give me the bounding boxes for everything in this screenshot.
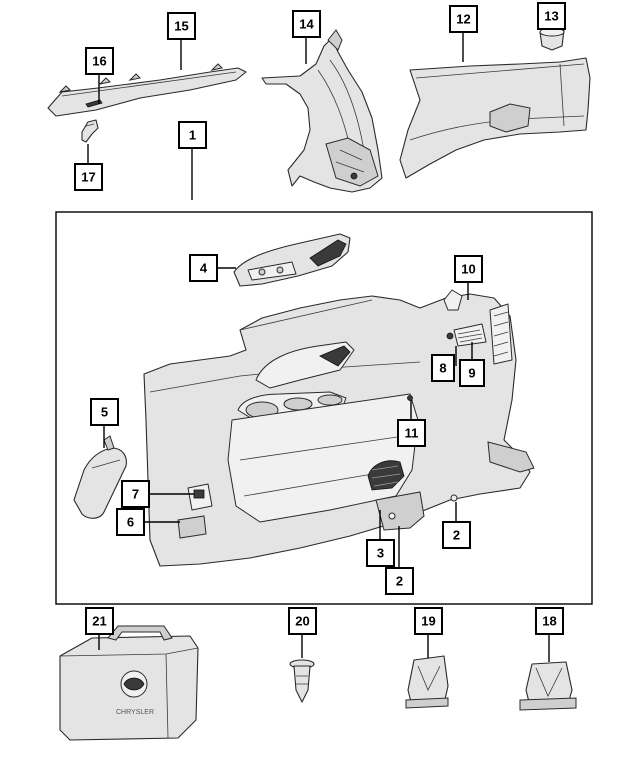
callout-21: 21	[85, 607, 114, 635]
callout-4: 4	[189, 254, 218, 282]
callout-8: 8	[431, 354, 455, 382]
callout-label: 3	[377, 546, 384, 561]
part-15-trim-strip	[47, 63, 247, 117]
callout-6: 6	[116, 508, 145, 536]
callout-1: 1	[178, 121, 207, 149]
part-17-clip	[81, 119, 99, 143]
callout-20: 20	[288, 607, 317, 635]
callout-7: 7	[121, 480, 150, 508]
callout-label: 2	[453, 528, 460, 543]
callout-label: 11	[405, 426, 419, 441]
part-4-bezel	[233, 233, 351, 287]
callout-label: 14	[299, 17, 314, 32]
callout-label: 1	[189, 128, 196, 143]
callout-label: 21	[92, 614, 106, 629]
callout-9: 9	[459, 359, 485, 387]
part-18-clip	[519, 661, 577, 711]
callout-label: 2	[396, 574, 403, 589]
callout-19: 19	[414, 607, 443, 635]
callout-label: 6	[127, 515, 134, 530]
part-14-pillar-trim	[261, 29, 383, 193]
part-19-clip	[405, 655, 449, 709]
callout-label: 8	[439, 361, 446, 376]
callout-15: 15	[167, 12, 196, 40]
callout-label: 5	[101, 405, 108, 420]
callout-3: 3	[366, 539, 395, 567]
part-12-quarter-panel	[399, 57, 591, 179]
callout-5: 5	[90, 398, 119, 426]
part-13-cap	[539, 27, 565, 51]
callout-12: 12	[449, 5, 478, 33]
callout-label: 4	[200, 261, 208, 276]
callout-16: 16	[85, 47, 114, 75]
part-21-kit-case: CHRYSLER	[59, 625, 199, 741]
callout-label: 18	[542, 614, 556, 629]
leader-lines	[87, 32, 550, 662]
callout-17: 17	[74, 163, 103, 191]
part-5-cover	[73, 435, 127, 519]
callout-label: 10	[461, 262, 475, 277]
callout-label: 17	[81, 170, 95, 185]
kit-case-emboss: CHRYSLER	[116, 709, 154, 716]
callout-label: 13	[544, 9, 558, 24]
callout-label: 9	[468, 366, 475, 381]
callout-label: 20	[295, 614, 309, 629]
callout-label: 19	[421, 614, 435, 629]
callout-2-lower: 2	[385, 567, 414, 595]
callout-label: 7	[132, 487, 139, 502]
callout-18: 18	[535, 607, 564, 635]
callout-label: 12	[456, 12, 470, 27]
callout-11: 11	[397, 419, 426, 447]
callout-label: 16	[92, 54, 106, 69]
callout-14: 14	[292, 10, 321, 38]
callout-10: 10	[454, 255, 483, 283]
assembly-frame	[55, 211, 593, 605]
callout-label: 15	[174, 19, 188, 34]
part-1-main-panel	[143, 289, 535, 567]
callout-13: 13	[537, 2, 566, 30]
part-20-push-pin	[289, 659, 315, 703]
callout-2-right: 2	[442, 521, 471, 549]
